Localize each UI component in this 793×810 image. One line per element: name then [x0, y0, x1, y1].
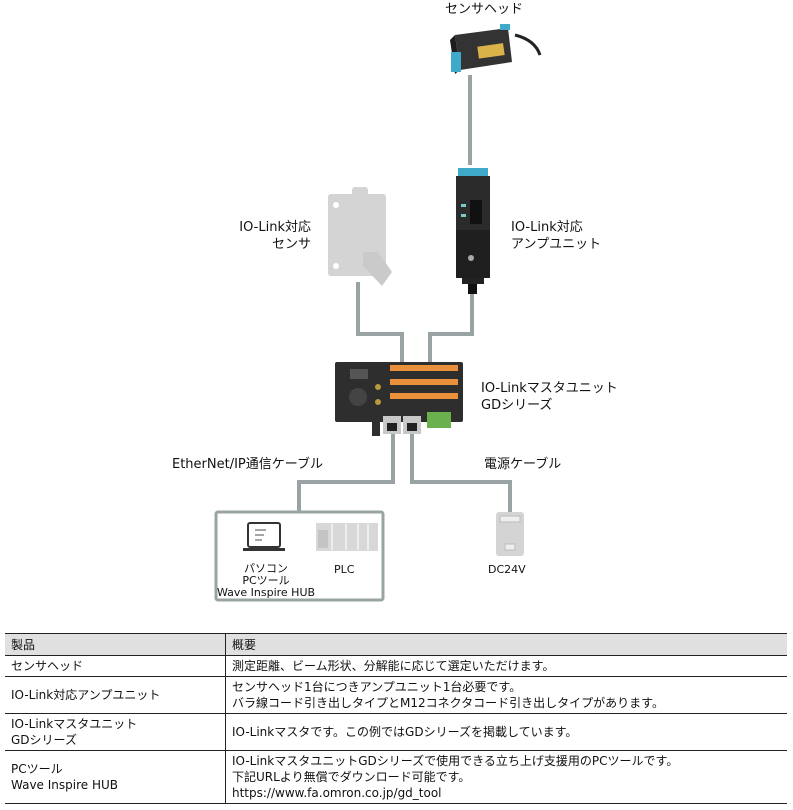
cables — [297, 75, 512, 513]
cable-amp-to-master — [428, 292, 474, 372]
summary-cell: IO-Linkマスタです。この例ではGDシリーズを掲載しています。 — [225, 713, 787, 751]
table-row: センサヘッド 測定距離、ビーム形状、分解能に応じて選定いただけます。 — [5, 655, 787, 677]
table-row: PCツール Wave Inspire HUB IO-LinkマスタユニットGDシ… — [5, 750, 787, 804]
plc-image — [316, 523, 378, 551]
laptop-icon — [243, 522, 285, 551]
system-diagram — [214, 24, 542, 602]
cable-sensor-to-master — [356, 282, 404, 372]
master-unit-label-line2: GDシリーズ — [481, 398, 553, 413]
plc-label: PLC — [334, 563, 355, 576]
master-unit-image — [335, 362, 463, 436]
product-cell: IO-Linkマスタユニット GDシリーズ — [5, 713, 226, 751]
iolink-sensor-label-line2: センサ — [271, 237, 311, 252]
pc-label-line1: パソコン — [244, 562, 288, 575]
product-cell: IO-Link対応アンプユニット — [5, 676, 226, 714]
master-unit-label-line1: IO-Linkマスタユニット — [481, 381, 618, 396]
sensor-head-image — [450, 24, 542, 74]
amp-unit-label-line1: IO-Link対応 — [511, 220, 583, 235]
product-cell: センサヘッド — [5, 655, 226, 677]
cable-power — [410, 428, 512, 513]
power-supply-image — [496, 512, 524, 556]
power-supply-label: DC24V — [488, 563, 526, 576]
summary-cell: IO-LinkマスタユニットGDシリーズで使用できる立ち上げ支援用のPCツールで… — [225, 750, 787, 804]
header-product: 製品 — [5, 633, 226, 656]
cable-ethernet — [297, 428, 395, 512]
amp-unit-label-line2: アンプユニット — [511, 237, 602, 252]
pc-label-line3: Wave Inspire HUB — [216, 586, 316, 599]
product-cell: PCツール Wave Inspire HUB — [5, 750, 226, 804]
table-header-row: 製品 概要 — [5, 633, 787, 656]
table-row: IO-Linkマスタユニット GDシリーズ IO-Linkマスタです。この例では… — [5, 713, 787, 751]
iolink-sensor-image — [328, 187, 392, 286]
product-summary-table: 製品 概要 センサヘッド 測定距離、ビーム形状、分解能に応じて選定いただけます。… — [5, 633, 787, 804]
pc-label-line2: PCツール — [242, 574, 290, 587]
header-summary: 概要 — [225, 633, 787, 656]
power-cable-label: 電源ケーブル — [484, 457, 562, 472]
summary-cell: 測定距離、ビーム形状、分解能に応じて選定いただけます。 — [225, 655, 787, 677]
iolink-sensor-label-line1: IO-Link対応 — [239, 220, 311, 235]
amp-unit-image — [456, 168, 490, 294]
ethernet-cable-label: EtherNet/IP通信ケーブル — [172, 457, 323, 472]
table-row: IO-Link対応アンプユニット センサヘッド1台につきアンプユニット1台必要で… — [5, 676, 787, 714]
summary-cell: センサヘッド1台につきアンプユニット1台必要です。 バラ線コード引き出しタイプと… — [225, 676, 787, 714]
sensor-head-label: センサヘッド — [445, 2, 524, 17]
